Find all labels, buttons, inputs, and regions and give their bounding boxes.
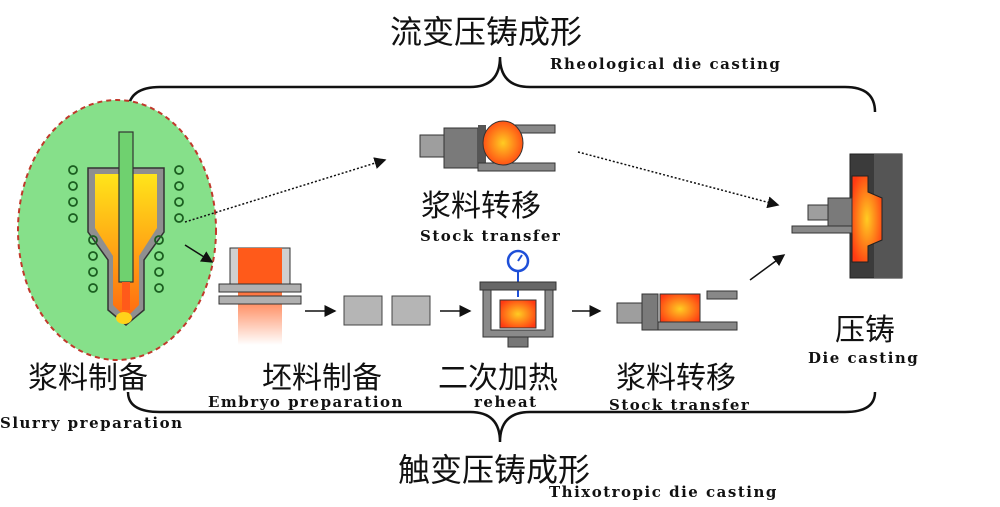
embryo-preparation-en: Embryo preparation — [208, 393, 404, 411]
stock-transfer-bottom-zh: 浆料转移 — [616, 361, 736, 396]
reheat-furnace-icon — [479, 249, 557, 348]
stock-transfer-top-en: Stock transfer — [420, 227, 562, 245]
die-casting-zh: 压铸 — [835, 313, 895, 348]
slurry-apparatus-icon — [17, 99, 217, 361]
flow-arrows — [184, 151, 786, 317]
die-casting-machine-icon — [791, 153, 903, 279]
reheat-zh: 二次加热 — [438, 361, 558, 396]
transfer-shot-top-icon — [419, 120, 556, 172]
die-casting-en: Die casting — [808, 349, 920, 367]
reheat-en: reheat — [474, 393, 538, 411]
rheological-title: 流变压铸成形 — [390, 13, 583, 51]
thixotropic-title: 触变压铸成形 — [398, 451, 591, 489]
transfer-shot-bottom-icon — [616, 290, 738, 331]
billet-mold-icon — [218, 247, 302, 345]
stock-transfer-top-zh: 浆料转移 — [421, 189, 541, 224]
stock-transfer-bottom-en: Stock transfer — [609, 396, 751, 414]
slurry-preparation-zh: 浆料制备 — [28, 361, 148, 396]
slurry-preparation-en: Slurry preparation — [0, 414, 184, 432]
top-brace — [126, 56, 877, 113]
cut-billet-icon — [343, 295, 431, 326]
bottom-brace — [126, 391, 877, 443]
thixotropic-subtitle: Thixotropic die casting — [549, 483, 778, 501]
embryo-preparation-zh: 坯料制备 — [262, 361, 382, 396]
rheological-subtitle: Rheological die casting — [550, 55, 782, 73]
